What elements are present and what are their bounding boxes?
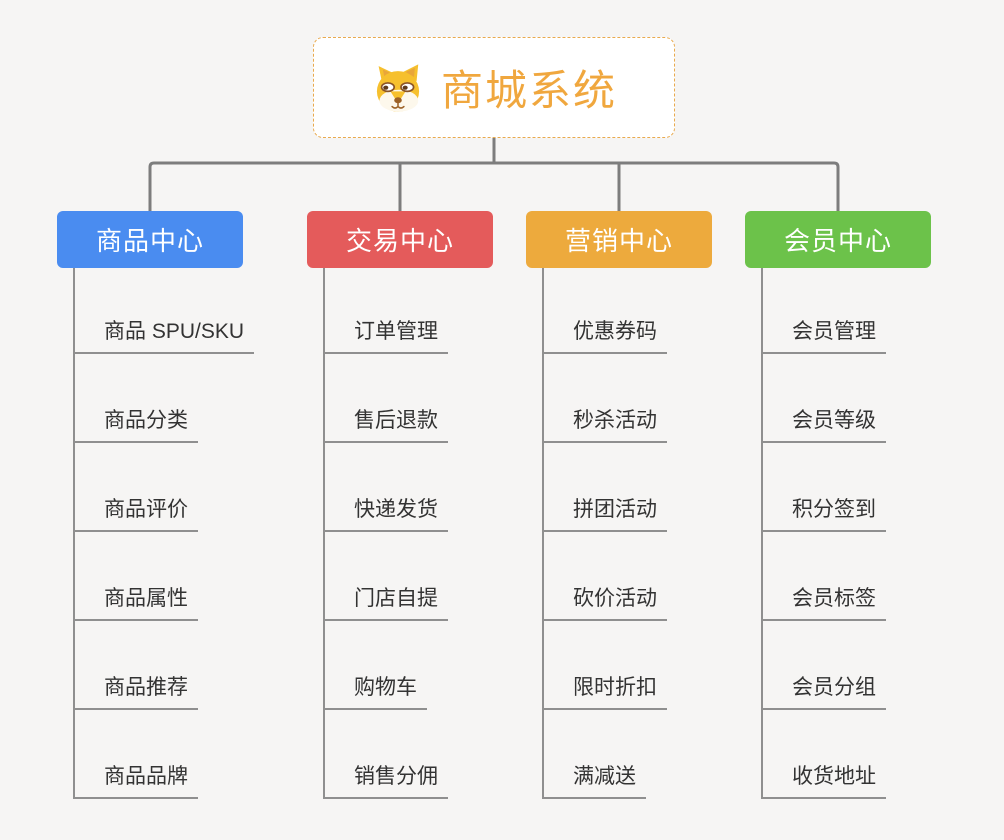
root-topic[interactable]: 商城系统: [313, 37, 675, 138]
subtopic-item[interactable]: 商品分类: [74, 407, 198, 443]
subtopic-item[interactable]: 销售分佣: [324, 763, 448, 799]
subtopic-item[interactable]: 商品推荐: [74, 674, 198, 710]
subtopic-item[interactable]: 会员等级: [762, 407, 886, 443]
branch-member: 会员中心 会员管理会员等级积分签到会员标签会员分组收货地址: [745, 0, 975, 840]
subtopic-item[interactable]: 优惠券码: [543, 318, 667, 354]
subtopic-item[interactable]: 售后退款: [324, 407, 448, 443]
subtopic-item[interactable]: 门店自提: [324, 585, 448, 621]
subtopic-item[interactable]: 商品 SPU/SKU: [74, 318, 255, 354]
subtopic-item[interactable]: 会员分组: [762, 674, 886, 710]
root-topic-title: 商城系统: [440, 67, 617, 114]
branch-trade: 交易中心 订单管理售后退款快递发货门店自提购物车销售分佣: [307, 0, 537, 840]
subtopic-item[interactable]: 快递发货: [324, 496, 448, 532]
branch-topic-marketing[interactable]: 营销中心: [526, 211, 712, 268]
dog-face-icon: [376, 63, 420, 112]
subtopic-item[interactable]: 商品评价: [74, 496, 198, 532]
subtopic-item[interactable]: 购物车: [324, 674, 427, 710]
subtopic-item[interactable]: 砍价活动: [543, 585, 667, 621]
branch-topic-trade[interactable]: 交易中心: [307, 211, 493, 268]
subtopic-item[interactable]: 拼团活动: [543, 496, 667, 532]
subtopic-item[interactable]: 收货地址: [762, 763, 886, 799]
subtopic-item[interactable]: 订单管理: [324, 318, 448, 354]
branch-topic-goods[interactable]: 商品中心: [57, 211, 243, 268]
branch-topic-member[interactable]: 会员中心: [745, 211, 931, 268]
subtopic-item[interactable]: 满减送: [543, 763, 646, 799]
subtopic-item[interactable]: 会员标签: [762, 585, 886, 621]
subtopic-item[interactable]: 秒杀活动: [543, 407, 667, 443]
subtopic-item[interactable]: 限时折扣: [543, 674, 667, 710]
subtopic-item[interactable]: 商品属性: [74, 585, 198, 621]
branch-marketing: 营销中心 优惠券码秒杀活动拼团活动砍价活动限时折扣满减送: [526, 0, 756, 840]
subtopic-item[interactable]: 商品品牌: [74, 763, 198, 799]
subtopic-item[interactable]: 积分签到: [762, 496, 886, 532]
subtopic-item[interactable]: 会员管理: [762, 318, 886, 354]
branch-goods: 商品中心 商品 SPU/SKU 商品分类商品评价商品属性商品推荐商品品牌: [57, 0, 287, 840]
